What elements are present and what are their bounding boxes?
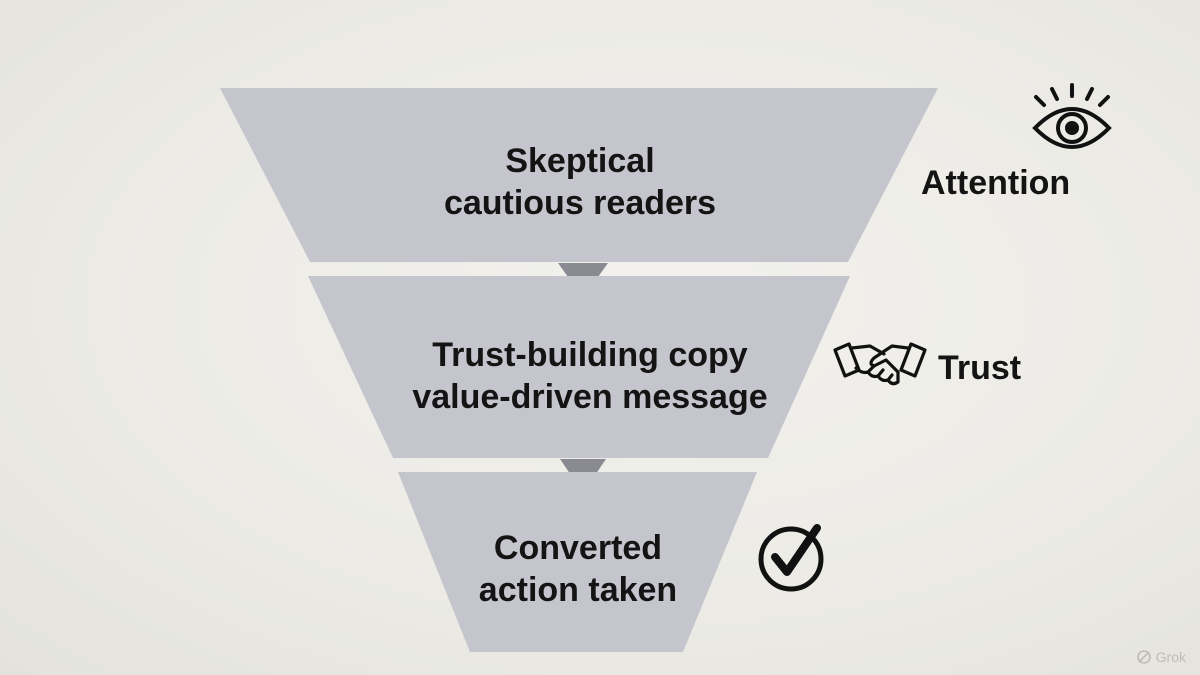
handshake-icon (833, 342, 927, 386)
watermark-text: Grok (1155, 649, 1186, 665)
watermark: Grok (1136, 649, 1186, 665)
trust-label: Trust (938, 349, 1022, 387)
grok-logo-icon (1136, 650, 1151, 664)
stage-2-line-1: Trust-building copy (432, 336, 748, 374)
funnel-stage-3 (398, 472, 757, 652)
stage-3-line-2: action taken (478, 571, 678, 609)
attention-label: Attention (921, 164, 1071, 202)
stage-1-text: Skeptical cautious readers (330, 140, 830, 224)
check-circle-icon (758, 524, 824, 592)
stage-2-text: Trust-building copy value-driven message (345, 334, 835, 418)
stage-1-line-2: cautious readers (443, 184, 717, 222)
stage-3-line-1: Converted (493, 529, 663, 567)
eye-icon (1032, 83, 1112, 149)
stage-3-text: Converted action taken (428, 527, 728, 611)
funnel-stage-2 (308, 276, 850, 458)
stage-2-line-2: value-driven message (412, 378, 768, 416)
funnel-stage-1 (220, 88, 938, 262)
stage-1-line-1: Skeptical (505, 142, 655, 180)
